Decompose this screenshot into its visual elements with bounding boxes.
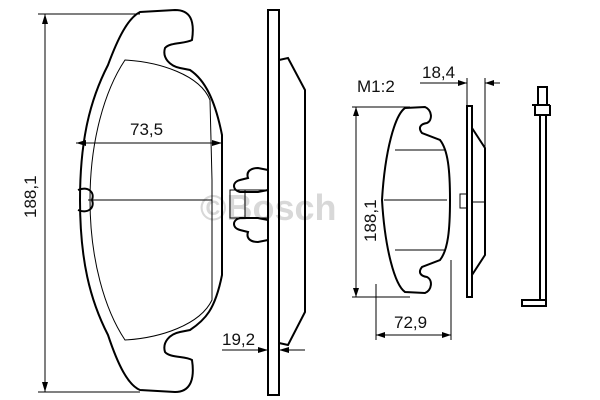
dimension-height-small: 188,1 — [352, 106, 410, 298]
scale-label: M1:2 — [357, 77, 395, 96]
thickness-label: 19,2 — [222, 330, 255, 349]
large-pad-side-view — [229, 9, 306, 396]
height-label: 188,1 — [21, 175, 40, 218]
small-height-label: 188,1 — [361, 199, 380, 242]
dimension-width-large: 73,5 — [76, 120, 222, 146]
dimension-thickness-small: 18,4 — [420, 63, 500, 150]
small-pad-side-view — [459, 105, 486, 298]
dimension-height-large: 188,1 — [21, 13, 140, 393]
wear-sensor — [521, 86, 551, 307]
width-label: 73,5 — [130, 120, 163, 139]
small-width-label: 72,9 — [394, 313, 427, 332]
dimension-thickness-large: 19,2 — [222, 330, 305, 353]
small-thickness-label: 18,4 — [422, 63, 455, 82]
large-pad-front-view — [77, 8, 223, 394]
small-pad-front-view — [380, 105, 452, 295]
dimension-width-small: 72,9 — [375, 260, 452, 340]
